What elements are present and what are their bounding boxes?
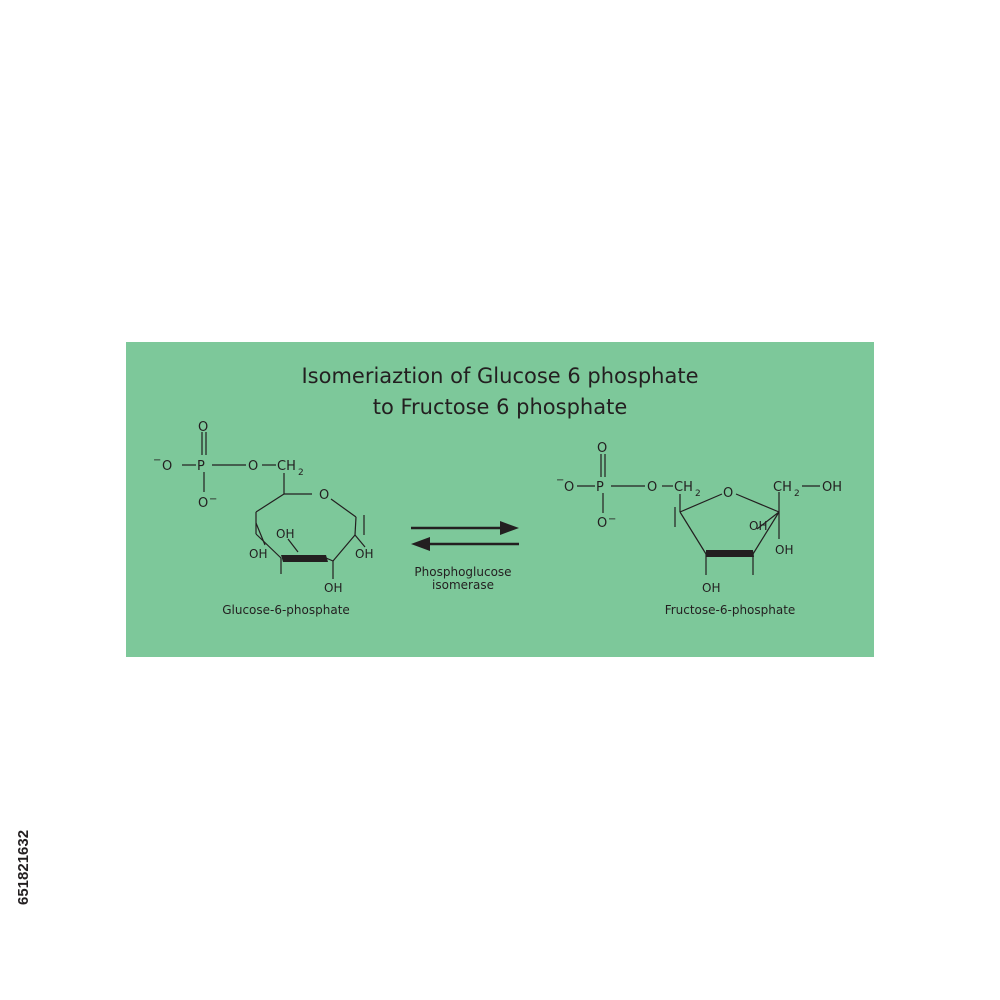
fructose-charge-left: − — [556, 475, 564, 486]
glucose-charge-bottom: − — [209, 494, 217, 505]
fructose-o-left: O — [564, 480, 574, 495]
glucose-charge-left: − — [153, 455, 161, 466]
enzyme-label-line-2: isomerase — [432, 578, 494, 592]
fructose-ch2-oh: OH — [822, 480, 842, 495]
enzyme-label-line-1: Phosphoglucose — [414, 565, 511, 579]
glucose-o-top: O — [198, 420, 208, 435]
fructose-charge-bottom: − — [608, 514, 616, 525]
fructose-o-bridge: O — [647, 480, 657, 495]
diagram-title-line-2: to Fructose 6 phosphate — [372, 395, 628, 419]
glucose-bold-bond — [281, 555, 328, 562]
diagram-title-line-1: Isomeriaztion of Glucose 6 phosphate — [301, 364, 699, 388]
fructose-ring-oxygen: O — [723, 486, 733, 501]
fructose-ch2-right: CH — [773, 480, 792, 495]
glucose-o-left: O — [162, 459, 172, 474]
fructose-ch2-right-subscript: 2 — [794, 489, 800, 499]
diagram-panel: Isomeriaztion of Glucose 6 phosphate to … — [126, 342, 874, 657]
glucose-ch2: CH — [277, 459, 296, 474]
fructose-name-label: Fructose-6-phosphate — [665, 603, 796, 617]
stock-id-watermark: 651821632 — [0, 755, 50, 915]
fructose-oh-2: OH — [775, 543, 793, 557]
stock-id-text: 651821632 — [15, 830, 32, 905]
glucose-o-bridge: O — [248, 459, 258, 474]
fructose-bold-bond — [706, 550, 754, 557]
reverse-arrow-head — [411, 537, 430, 551]
glucose-oh-3: OH — [355, 547, 373, 561]
reaction-scheme: − O P O O − O CH 2 O OH OH OH OH Glucose… — [153, 420, 842, 617]
fructose-o-top: O — [597, 441, 607, 456]
fructose-ch2-left-subscript: 2 — [695, 489, 701, 499]
fructose-oh-3: OH — [702, 581, 720, 595]
fructose-phosphorus: P — [596, 480, 604, 495]
glucose-6-phosphate-structure — [182, 432, 366, 579]
glucose-oh-4: OH — [324, 581, 342, 595]
glucose-ch2-subscript: 2 — [298, 468, 304, 478]
fructose-o-bottom: O — [597, 516, 607, 531]
equilibrium-arrows — [411, 521, 519, 551]
fructose-oh-1: OH — [749, 519, 767, 533]
glucose-ring-oxygen: O — [319, 488, 329, 503]
fructose-ch2-left: CH — [674, 480, 693, 495]
glucose-name-label: Glucose-6-phosphate — [222, 603, 350, 617]
glucose-phosphorus: P — [197, 459, 205, 474]
glucose-oh-1: OH — [276, 527, 294, 541]
glucose-o-bottom: O — [198, 496, 208, 511]
fructose-6-phosphate-structure — [577, 454, 820, 575]
glucose-oh-2: OH — [249, 547, 267, 561]
forward-arrow-head — [500, 521, 519, 535]
